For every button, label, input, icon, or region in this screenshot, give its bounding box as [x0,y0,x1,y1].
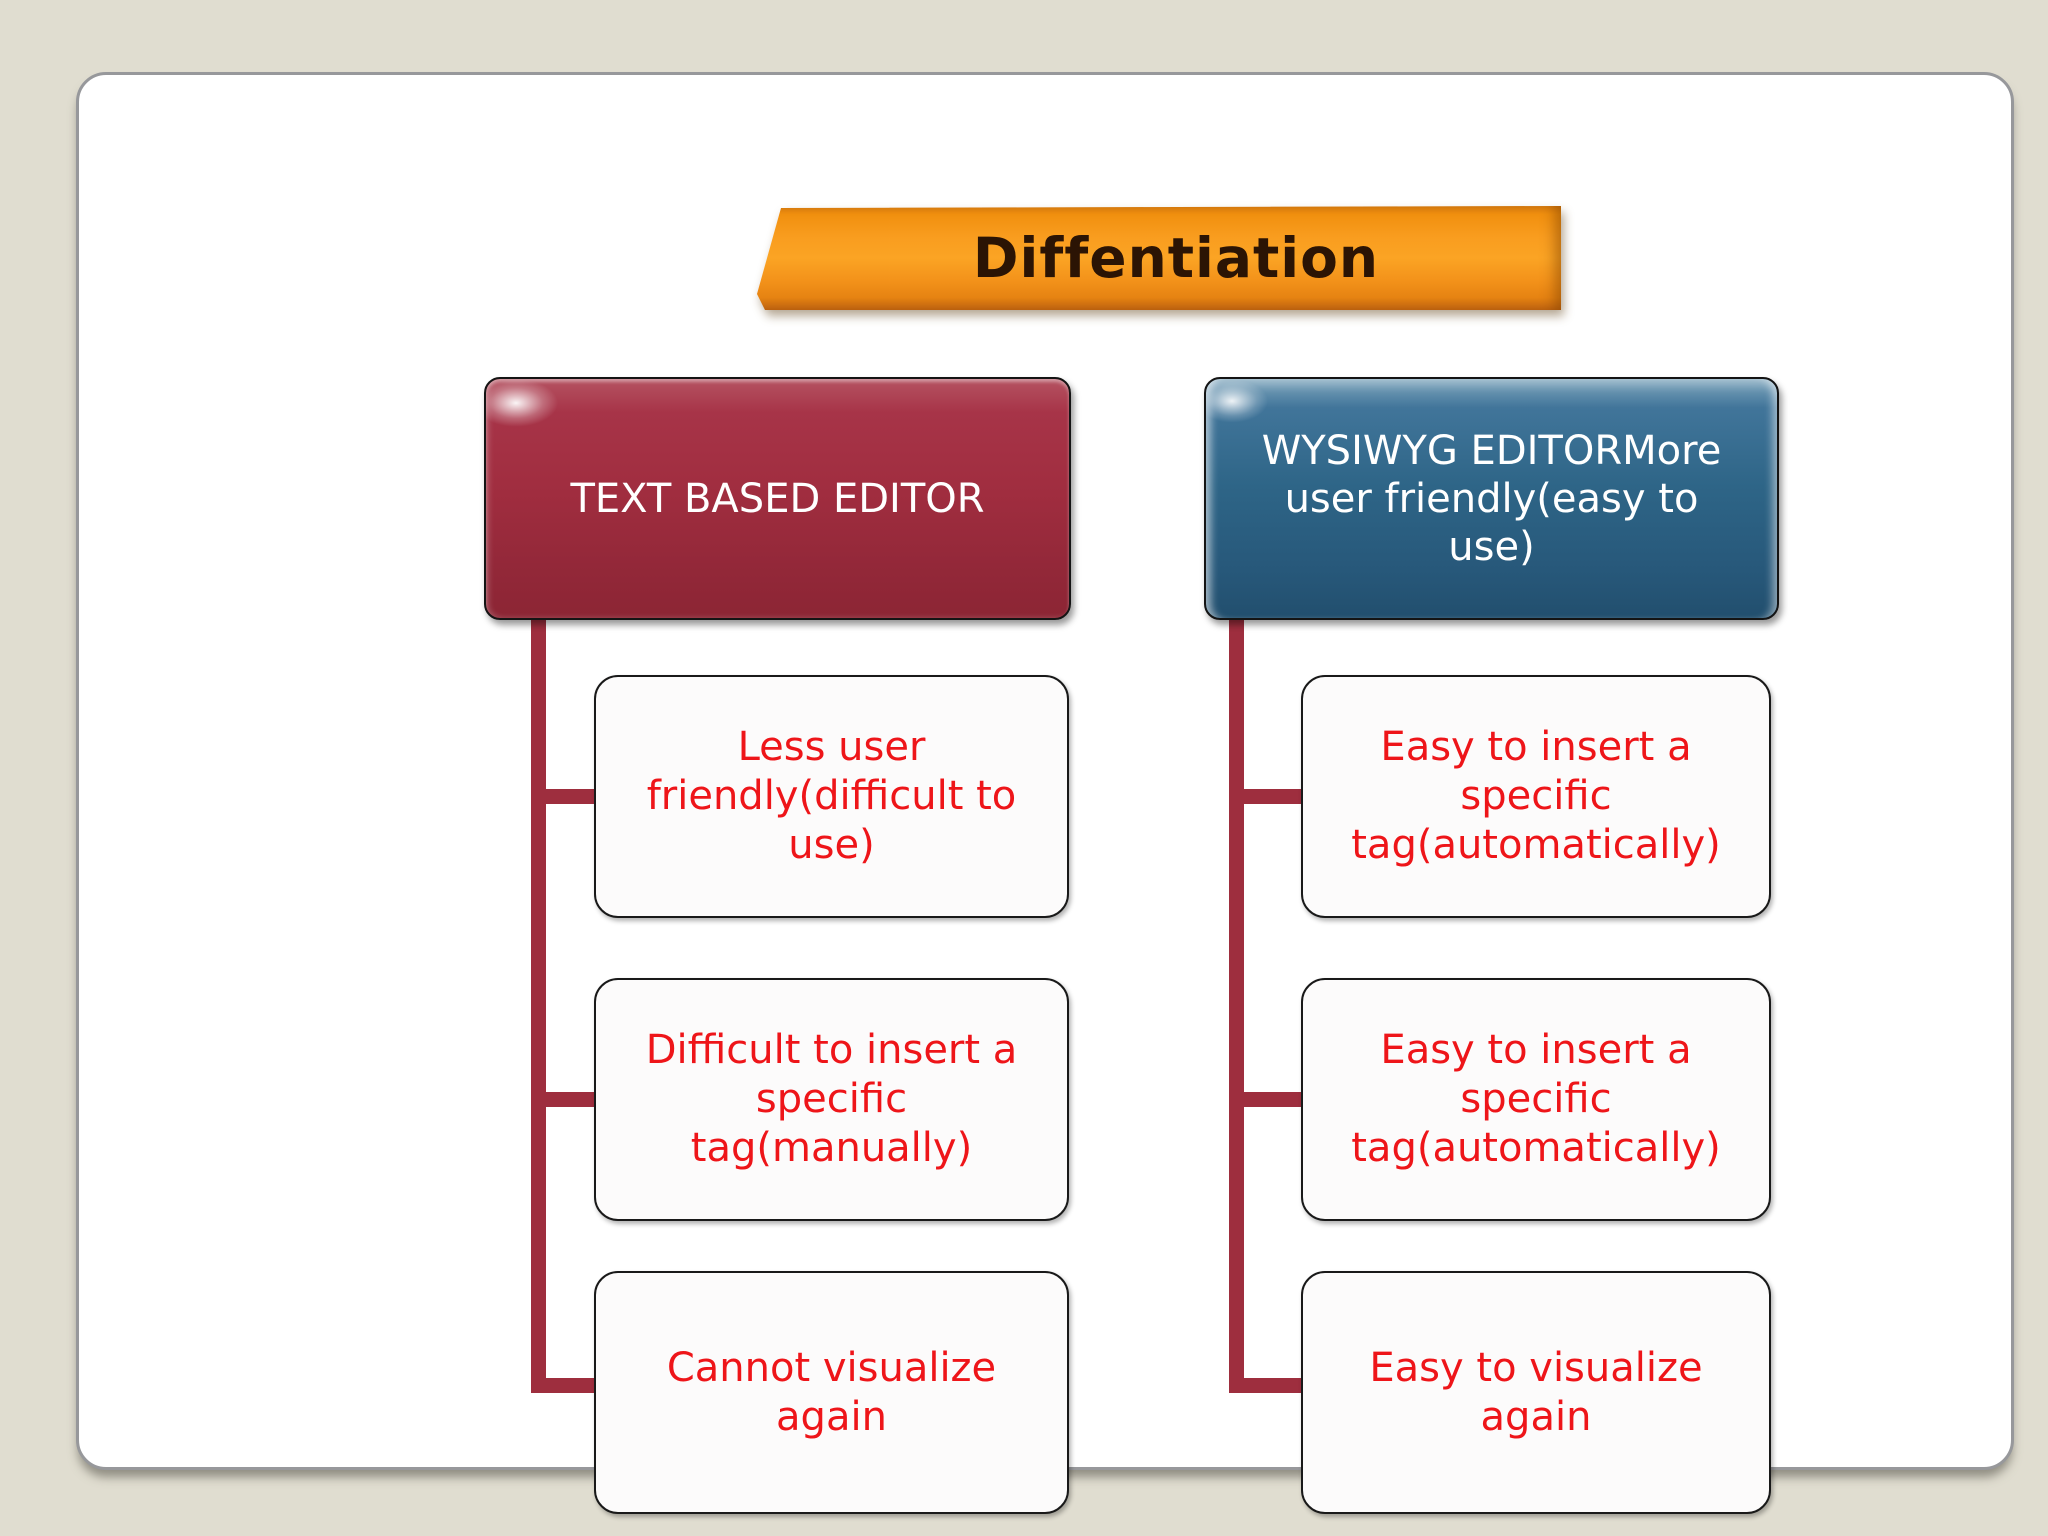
header-box-text-based-editor: TEXT BASED EDITOR [484,377,1071,620]
node-box-left-1: Less user friendly(difficult to use) [594,675,1069,918]
connector-vertical-right [1229,613,1244,1393]
node-box-right-2: Easy to insert a specific tag(automatica… [1301,978,1771,1221]
connector-stub-right-1 [1229,789,1303,804]
connector-vertical-left [531,613,546,1393]
node-box-right-3: Easy to visualize again [1301,1271,1771,1514]
slide-card: Diffentiation TEXT BASED EDITOR WYSIWYG … [76,72,2014,1514]
connector-stub-right-2 [1229,1092,1303,1107]
connector-stub-right-3 [1229,1378,1303,1393]
connector-stub-left-3 [531,1378,596,1393]
node-box-left-3: Cannot visualize again [594,1271,1069,1514]
node-box-left-2: Difficult to insert a specific tag(manua… [594,978,1069,1221]
title-banner: Diffentiation [755,206,1561,310]
slide-title: Diffentiation [972,226,1380,290]
title-banner-shape: Diffentiation [757,206,1561,310]
connector-stub-left-1 [531,789,596,804]
node-box-right-1: Easy to insert a specific tag(automatica… [1301,675,1771,918]
header-box-wysiwyg-editor: WYSIWYG EDITORMore user friendly(easy to… [1204,377,1779,620]
connector-stub-left-2 [531,1092,596,1107]
